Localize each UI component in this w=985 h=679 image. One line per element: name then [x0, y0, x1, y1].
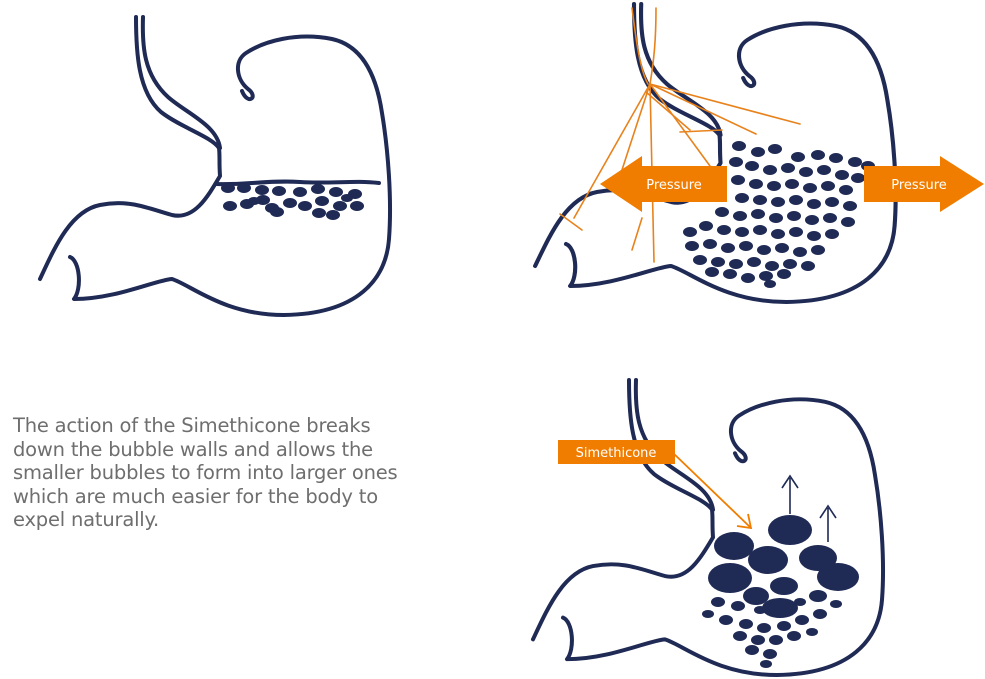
pressure-label-right: Pressure: [891, 178, 947, 193]
stomach-outline: [535, 4, 896, 302]
small-bubbles: [221, 183, 364, 220]
simethicone-label: Simethicone: [576, 446, 657, 461]
nerve-lines: [560, 8, 800, 262]
stomach-top-right: [535, 4, 896, 302]
pressure-label-left: Pressure: [646, 178, 702, 193]
caption-text: The action of the Simethicone breaks dow…: [13, 414, 398, 532]
stomach-bottom: Simethicone: [533, 380, 883, 675]
stomach-outline: [533, 380, 883, 675]
pressure-arrow-right: Pressure: [864, 156, 984, 212]
stomach-outline: [40, 17, 390, 315]
many-bubbles: [683, 141, 875, 288]
stomach-top-left: [40, 17, 390, 315]
simethicone-label-box: Simethicone: [558, 440, 675, 464]
